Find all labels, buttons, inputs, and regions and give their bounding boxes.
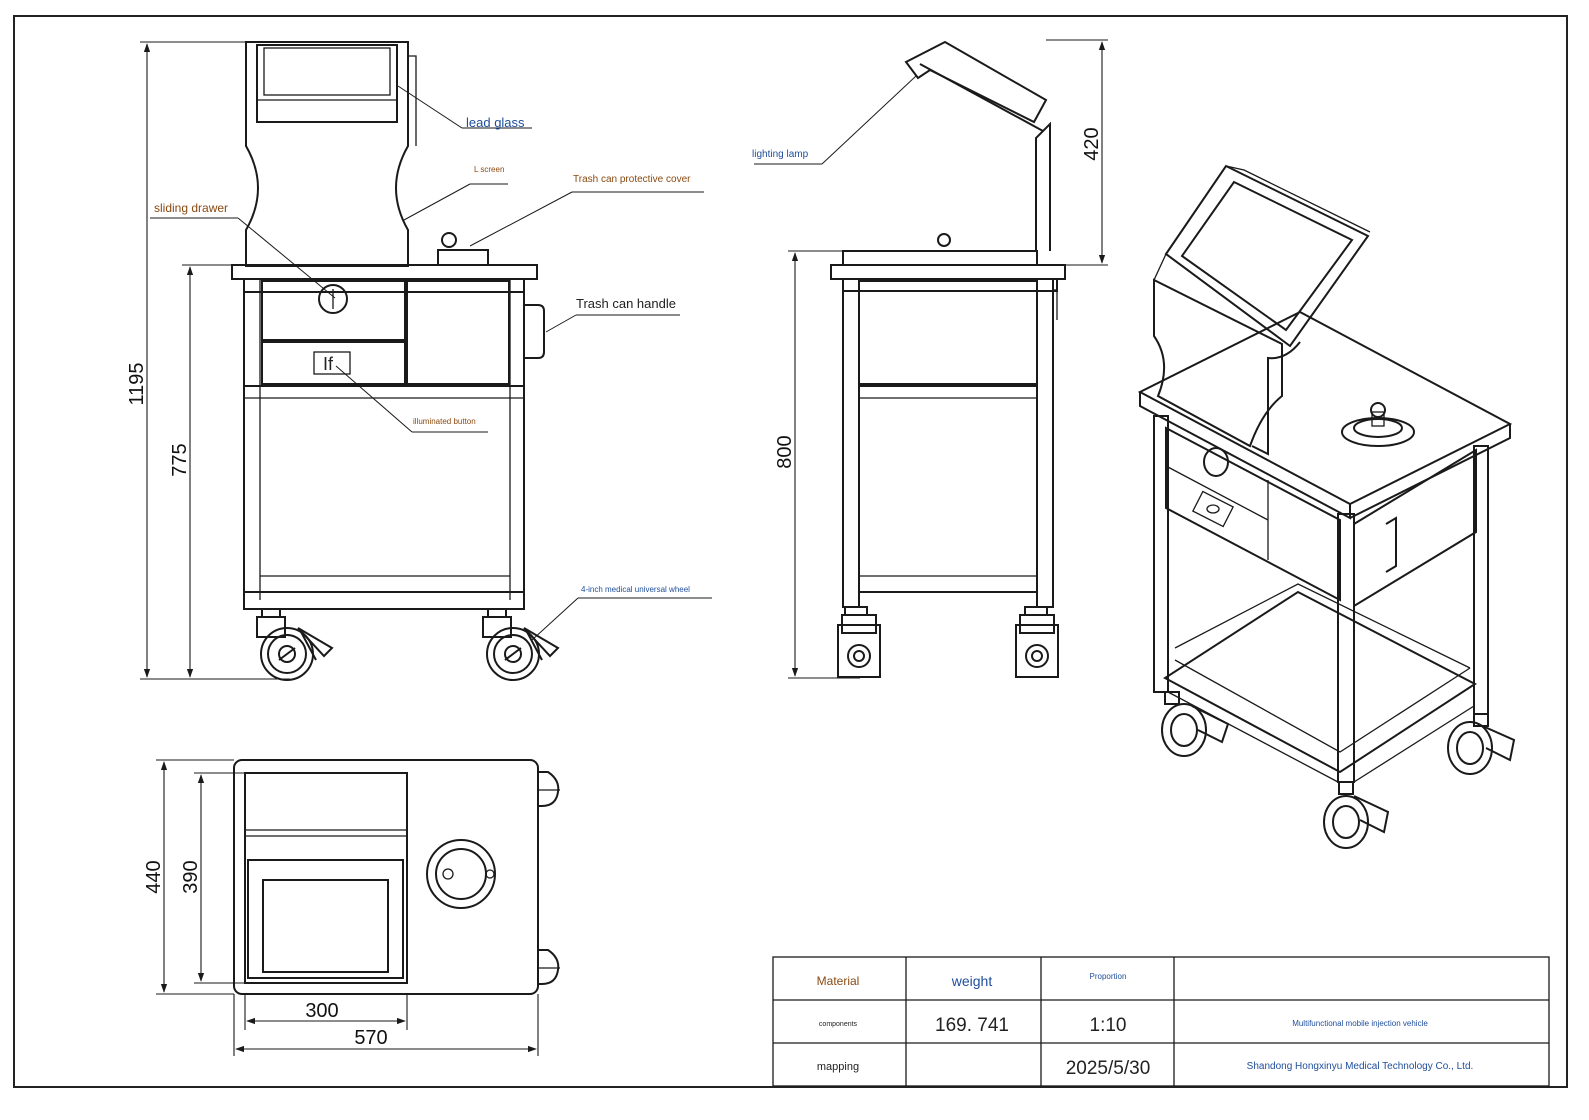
front-dimensions bbox=[140, 41, 290, 680]
tb-material-label: Material bbox=[817, 974, 860, 988]
front-view: If bbox=[231, 41, 560, 681]
dim-390: 390 bbox=[180, 860, 202, 893]
tb-product-name: Multifunctional mobile injection vehicle bbox=[1292, 1019, 1428, 1028]
callout-trash-handle: Trash can handle bbox=[576, 296, 676, 311]
iso-caster-front bbox=[1323, 781, 1390, 849]
callout-illuminated-button: illuminated button bbox=[413, 417, 476, 426]
title-block-grid bbox=[772, 956, 1550, 1087]
front-caster-left bbox=[256, 608, 334, 681]
tb-weight-label: weight bbox=[951, 973, 993, 989]
sheet-border bbox=[13, 15, 1568, 1088]
front-caster-right bbox=[482, 608, 560, 681]
tb-components-label: components bbox=[819, 1021, 858, 1028]
dim-420: 420 bbox=[1081, 127, 1103, 160]
tb-company: Shandong Hongxinyu Medical Technology Co… bbox=[1247, 1061, 1474, 1072]
dim-800: 800 bbox=[774, 435, 796, 468]
dim-570: 570 bbox=[354, 1027, 387, 1049]
callout-l-screen: L screen bbox=[474, 165, 504, 174]
dim-440: 440 bbox=[143, 860, 165, 893]
top-view bbox=[233, 759, 560, 995]
lamp-leader bbox=[821, 75, 917, 165]
callout-sliding-drawer: sliding drawer bbox=[154, 201, 228, 215]
side-dimensions bbox=[788, 39, 1108, 679]
tb-proportion-value: 1:10 bbox=[1090, 1015, 1127, 1036]
tb-date-value: 2025/5/30 bbox=[1066, 1058, 1151, 1079]
side-view bbox=[830, 40, 1066, 678]
tb-weight-value: 169. 741 bbox=[935, 1015, 1009, 1036]
front-leaders bbox=[150, 85, 712, 641]
illuminated-button-glyph: If bbox=[323, 354, 334, 374]
callout-lighting-lamp: lighting lamp bbox=[752, 149, 809, 160]
side-caster-left bbox=[837, 606, 881, 678]
dim-1195: 1195 bbox=[126, 362, 148, 405]
callout-wheel: 4-inch medical universal wheel bbox=[581, 585, 690, 594]
tb-proportion-label: Proportion bbox=[1090, 972, 1127, 981]
top-dimensions bbox=[156, 759, 539, 1056]
dim-300: 300 bbox=[305, 1000, 338, 1022]
tb-mapping-label: mapping bbox=[817, 1061, 859, 1073]
side-caster-right bbox=[1015, 606, 1059, 678]
callout-lead-glass: lead glass bbox=[466, 115, 525, 130]
callout-trash-cover: Trash can protective cover bbox=[573, 174, 691, 185]
iso-caster-right bbox=[1447, 713, 1516, 775]
isometric-view bbox=[1137, 164, 1516, 849]
dim-775: 775 bbox=[169, 443, 191, 476]
iso-caster-left bbox=[1161, 691, 1230, 757]
